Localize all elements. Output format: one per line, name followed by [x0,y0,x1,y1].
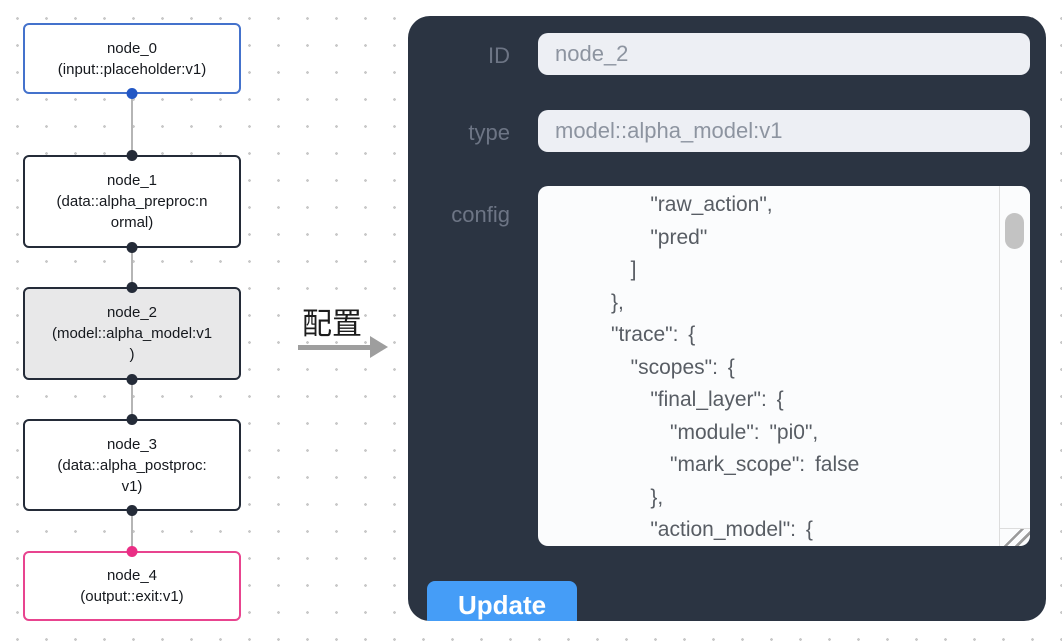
input-port[interactable] [126,150,138,161]
config-scrollbar-thumb[interactable] [1005,213,1024,249]
config-textarea[interactable]: "raw_action", "pred" ] }, "trace": { "sc… [538,186,1030,546]
node-subtitle: (data::alpha_postproc: v1) [57,456,207,495]
node-subtitle: (input::placeholder:v1) [57,60,207,78]
flow-node-node_4[interactable]: node_4 (output::exit:v1) [23,546,241,621]
edge-node2-node3 [131,380,133,420]
output-port[interactable] [126,505,138,516]
flow-node-node_1[interactable]: node_1 (data::alpha_preproc:n ormal) [23,150,241,253]
node-subtitle: (output::exit:v1) [80,588,184,605]
input-port[interactable] [126,414,138,425]
type-field-label: type [468,120,510,145]
id-field-label: ID [488,43,510,68]
output-port[interactable] [126,374,138,385]
node-title: node_1 [106,172,158,189]
edge-node1-node2 [131,248,133,288]
type-input[interactable] [538,110,1030,152]
textarea-resize-handle-icon[interactable] [999,528,1030,546]
node-title: node_3 [106,435,158,453]
node-subtitle: (model::alpha_model:v1 ) [51,325,213,363]
arrow-right-icon [370,336,388,358]
edge-node3-node4 [131,511,133,552]
config-scrollbar-track[interactable] [999,186,1030,528]
node-config-panel: ID type config "raw_action", "pred" ] },… [408,16,1046,621]
node-title: node_0 [106,39,158,57]
flow-node-node_3[interactable]: node_3 (data::alpha_postproc: v1) [23,414,241,516]
arrow-line [298,345,372,350]
edge-node0-node1 [131,94,133,156]
update-button[interactable]: Update [427,581,577,621]
flow-node-node_0[interactable]: node_0 (input::placeholder:v1) [23,23,241,99]
input-port[interactable] [126,282,138,293]
config-annotation-label: 配置 [302,308,362,341]
config-field-label: config [451,202,510,227]
config-json-text: "raw_action", "pred" ] }, "trace": { "sc… [611,193,860,541]
output-port[interactable] [126,242,138,253]
node-title: node_2 [106,304,158,321]
node-title: node_4 [106,567,158,584]
input-port[interactable] [126,546,138,557]
output-port[interactable] [126,88,138,99]
id-input[interactable] [538,33,1030,75]
node-subtitle: (data::alpha_preproc:n ormal) [56,193,208,231]
flow-node-node_2-selected[interactable]: node_2 (model::alpha_model:v1 ) [23,282,241,385]
